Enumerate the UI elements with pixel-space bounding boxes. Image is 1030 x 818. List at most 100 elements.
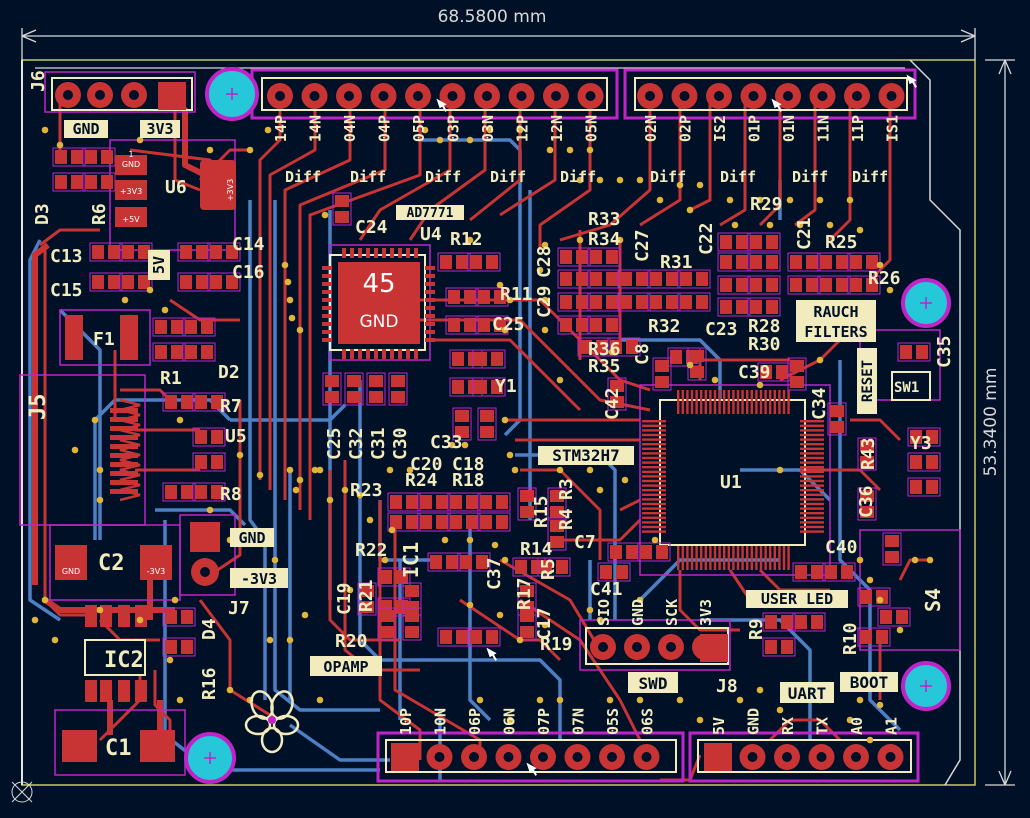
smd-pad [210,245,222,259]
smd-pad [655,360,669,372]
ic-pin [746,390,749,414]
svg-text:+5V: +5V [122,215,140,224]
smd-pad [750,278,762,292]
via [696,181,704,189]
smd-courtyard [452,407,472,441]
smd-pad [450,515,462,529]
via [226,686,234,694]
ref-c16: C16 [232,262,265,283]
top-right-header-pin-hole [645,91,655,101]
top-right-header-pin-hole [817,91,828,101]
smd-pad [650,272,662,286]
smd-pad [430,555,442,569]
smd-pad [781,640,793,654]
ref-c32: C32 [346,427,367,460]
ref-c25v: C25 [324,427,345,460]
via [586,146,594,154]
smd-pad [560,318,572,332]
smd-pad [496,495,508,509]
diff-label: Diff [350,168,386,186]
ic-pin [686,390,689,414]
via [846,716,854,724]
via [596,486,604,494]
smd-pad [210,275,222,289]
via [826,221,834,229]
smd-courtyard [597,562,631,582]
smd-pad [795,565,807,579]
smd-pad [380,570,392,584]
smd-pad [680,295,692,309]
smd-courtyard [907,477,941,497]
smd-pad [391,391,405,403]
smd-courtyard [182,342,216,362]
via [496,611,504,619]
ref-c21: C21 [794,217,815,250]
smd-pad [515,560,527,574]
via [656,196,664,204]
smd-pad [636,295,648,309]
top-right-header-pin-hole [852,91,862,101]
ic-pin [642,424,666,427]
via [296,326,304,334]
ref-c40: C40 [825,537,858,558]
ic-pin [425,322,435,326]
smd-pad [520,490,534,502]
smd-pad [841,565,853,579]
smd-pad [360,585,374,597]
swd-header-pin-label: SIO [595,599,613,626]
ic-pin [800,516,824,519]
via [311,466,319,474]
ic-pin [642,438,666,441]
smd-pad [896,610,908,624]
dimension-height-label: 53.3400 mm [981,368,1001,477]
ic-pin [390,248,394,258]
smd-pad [436,495,448,509]
smd-courtyard [907,427,941,447]
via [796,221,804,229]
smd-pad [347,391,361,403]
via [246,146,254,154]
ic-pin [695,390,698,414]
ic-pin [681,390,684,414]
via [686,206,694,214]
smd-pad [610,380,624,392]
smd-pad [910,480,922,494]
ic-pin [110,444,138,449]
smd-pad [790,376,804,388]
via [506,716,514,724]
via [496,281,504,289]
smd-pad [475,380,487,394]
via [636,596,644,604]
ic-pin [800,479,824,483]
ic-pin [374,349,378,359]
smd-pad [211,430,223,444]
ref-c15: C15 [50,280,83,301]
highlighted-labels: GND 3V3 AD7771 STM32H7 RAUCH FILTERS RES… [64,120,898,703]
ref-r7: R7 [220,396,242,417]
smd-courtyard [762,637,796,657]
top-left-header-pin-label: 05N [583,115,601,142]
smd-courtyard [207,272,241,292]
ic-pin [769,546,772,570]
via [606,696,614,704]
via [136,616,144,624]
ic-pin [704,390,707,414]
courtyards [19,68,961,783]
ref-j8: J8 [716,676,738,697]
smd-pad [165,395,177,409]
ic-pin [686,546,689,570]
smd-pad [450,495,462,509]
ic-pin [800,475,824,478]
smd-pad [790,255,802,269]
smd-courtyard [587,315,621,335]
via [206,146,214,154]
ic-pin [755,546,758,570]
via [616,176,624,184]
via [541,241,549,249]
smd-pad [405,610,419,622]
j7-gnd-label: GND [238,529,265,547]
smd-pad [690,366,704,378]
smd-pad [181,485,193,499]
